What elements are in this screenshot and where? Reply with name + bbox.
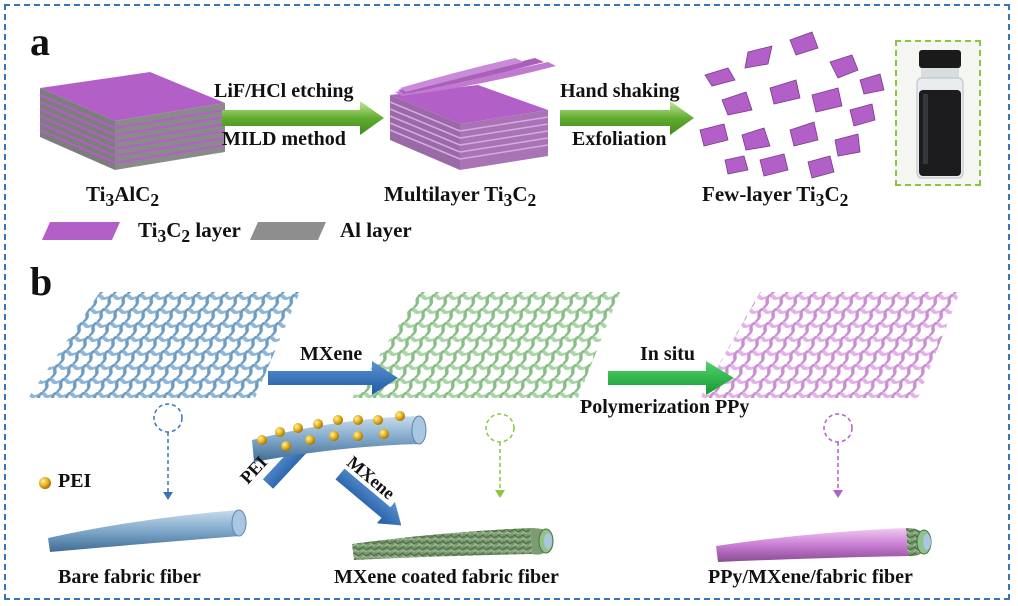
exfoliation-label: Exfoliation (572, 128, 667, 150)
drop-arrow-bare (163, 432, 173, 500)
multilayer-ti3c2-label: Multilayer Ti3C2 (384, 182, 537, 211)
figure-frame (4, 4, 1010, 600)
mxene-fiber-label: MXene coated fabric fiber (334, 566, 559, 588)
pei-legend-ball (39, 477, 51, 489)
in-situ-arrow (608, 361, 734, 395)
panel-a-letter: a (30, 19, 50, 64)
al-layer-swatch (250, 222, 326, 240)
zoom-circle-mxene (485, 413, 515, 443)
ti3c2-layer-legend-label: Ti3C2 layer (138, 218, 241, 247)
mild-method-label: MILD method (222, 128, 346, 150)
mxene-fabric-mesh (352, 292, 620, 398)
mxene-arrow-label: MXene (300, 343, 363, 365)
pei-nanoparticles (257, 411, 405, 451)
exfoliation-arrow (560, 101, 694, 135)
ppy-fiber-label: PPy/MXene/fabric fiber (708, 566, 913, 588)
ppy-fabric-mesh (700, 292, 960, 398)
etching-label: LiF/HCl etching (214, 80, 354, 102)
vial-icon (916, 50, 964, 179)
panel-b-letter: b (30, 259, 53, 304)
mxene-down-arrow (335, 468, 402, 526)
hand-shaking-label: Hand shaking (560, 80, 680, 102)
bare-fiber-label: Bare fabric fiber (58, 566, 201, 588)
al-layer-legend-label: Al layer (340, 218, 412, 242)
zoom-circle-ppy (823, 413, 853, 443)
drop-arrow-mxene (495, 442, 505, 498)
mxene-arrow (268, 361, 398, 395)
ti3c2-layer-swatch (42, 222, 120, 240)
ti3alc2-block (39, 72, 226, 170)
in-situ-label: In situ (640, 343, 696, 365)
zoom-circle-bare (153, 403, 183, 433)
pei-legend-label: PEI (58, 470, 92, 492)
drop-arrow-ppy (833, 442, 843, 498)
multilayer-stack (389, 58, 556, 170)
bare-fabric-mesh (28, 292, 300, 398)
ti3alc2-label: Ti3AlC2 (86, 182, 160, 211)
few-layer-ti3c2-label: Few-layer Ti3C2 (702, 182, 849, 211)
ppy-mxene-fiber (716, 528, 932, 562)
dispersion-photo (895, 40, 981, 186)
few-layer-flakes (699, 31, 885, 179)
bare-fiber (48, 509, 247, 552)
etching-arrow (222, 101, 384, 135)
mxene-coated-fiber (352, 528, 554, 560)
polymerization-ppy-label: Polymerization PPy (580, 396, 750, 418)
